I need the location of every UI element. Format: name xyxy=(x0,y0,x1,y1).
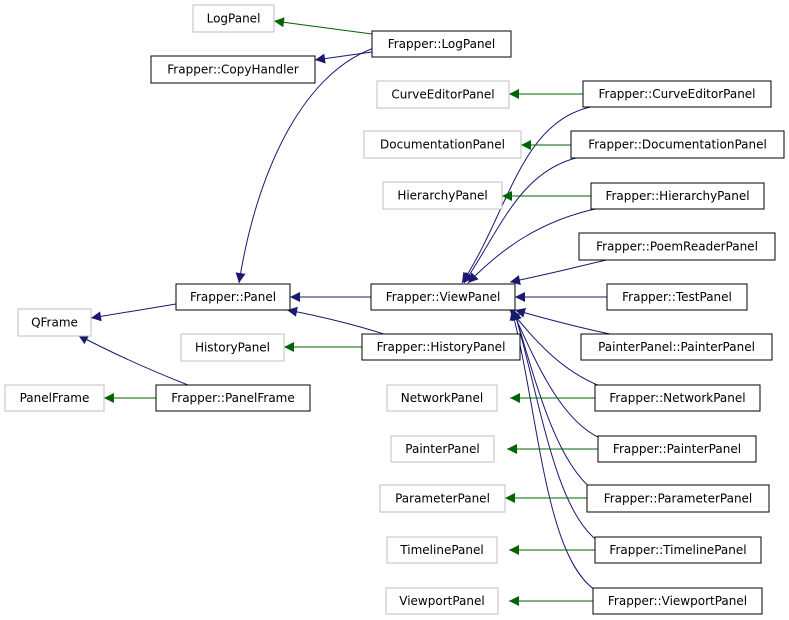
nodes: LogPanel Frapper::LogPanel Frapper::Copy… xyxy=(4,4,785,615)
node-label: ViewportPanel xyxy=(399,594,484,608)
node-frapper-logpanel[interactable]: Frapper::LogPanel xyxy=(371,30,512,58)
edge-poemreader-to-viewpanel xyxy=(509,257,616,285)
node-label: Frapper::NetworkPanel xyxy=(609,391,745,405)
node-label: PainterPanel xyxy=(405,442,479,456)
node-historypanel[interactable]: HistoryPanel xyxy=(180,333,285,362)
edge-painterpanelpainterpanel-to-viewpanel xyxy=(514,307,616,336)
edge-frapperpainter-to-viewpanel xyxy=(511,309,601,439)
node-frapper-networkpanel[interactable]: Frapper::NetworkPanel xyxy=(594,384,761,412)
node-label: HistoryPanel xyxy=(195,341,270,355)
edge-panel-to-qframe xyxy=(90,303,177,322)
node-frapper-parameterpanel[interactable]: Frapper::ParameterPanel xyxy=(586,484,770,513)
edge-parameterpanel-to-viewpanel xyxy=(512,309,594,491)
node-label: Frapper::LogPanel xyxy=(388,37,496,51)
node-label: PainterPanel::PainterPanel xyxy=(598,340,755,354)
node-frapper-panelframe[interactable]: Frapper::PanelFrame xyxy=(155,384,311,412)
node-hierarchypanel[interactable]: HierarchyPanel xyxy=(382,181,503,210)
node-qframe[interactable]: QFrame xyxy=(17,308,92,337)
edge-historypanel-to-panel xyxy=(286,306,391,337)
node-label: Frapper::DocumentationPanel xyxy=(588,138,767,152)
node-frapper-testpanel[interactable]: Frapper::TestPanel xyxy=(606,283,748,311)
node-painterpanel-painterpanel[interactable]: PainterPanel::PainterPanel xyxy=(580,333,773,361)
edge-curveeditor-to-viewpanel xyxy=(461,105,596,284)
node-label: LogPanel xyxy=(207,12,261,26)
node-label: Frapper::Panel xyxy=(190,290,276,304)
node-curveeditorpanel[interactable]: CurveEditorPanel xyxy=(376,80,510,109)
node-documentationpanel[interactable]: DocumentationPanel xyxy=(363,130,522,159)
node-frapper-viewportpanel[interactable]: Frapper::ViewportPanel xyxy=(592,587,763,615)
template-edges xyxy=(104,17,598,606)
inheritance-edges xyxy=(77,45,616,593)
node-logpanel[interactable]: LogPanel xyxy=(192,4,275,33)
node-label: QFrame xyxy=(31,316,78,330)
node-timelinepanel[interactable]: TimelinePanel xyxy=(386,536,498,564)
node-label: Frapper::HierarchyPanel xyxy=(605,189,749,203)
node-label: Frapper::CopyHandler xyxy=(167,63,298,77)
node-frapper-timelinepanel[interactable]: Frapper::TimelinePanel xyxy=(594,536,762,564)
node-label: Frapper::HistoryPanel xyxy=(377,340,506,354)
node-label: PanelFrame xyxy=(20,391,90,405)
node-label: Frapper::PanelFrame xyxy=(171,391,295,405)
node-panelframe[interactable]: PanelFrame xyxy=(4,384,105,412)
node-frapper-poemreaderpanel[interactable]: Frapper::PoemReaderPanel xyxy=(578,232,776,261)
node-viewportpanel[interactable]: ViewportPanel xyxy=(385,587,499,615)
node-label: Frapper::ViewPanel xyxy=(386,290,501,304)
node-label: Frapper::ViewportPanel xyxy=(608,594,747,608)
node-frapper-hierarchypanel[interactable]: Frapper::HierarchyPanel xyxy=(590,182,765,210)
node-frapper-documentationpanel[interactable]: Frapper::DocumentationPanel xyxy=(570,130,785,159)
edge-documentation-to-viewpanel xyxy=(463,156,581,284)
node-frapper-copyhandler[interactable]: Frapper::CopyHandler xyxy=(150,55,316,84)
node-painterpanel[interactable]: PainterPanel xyxy=(390,435,495,463)
node-label: Frapper::PoemReaderPanel xyxy=(596,240,758,254)
edge-frapper-logpanel-to-logpanel xyxy=(273,17,373,35)
node-label: HierarchyPanel xyxy=(397,189,487,203)
edge-timelinepanel-to-viewpanel xyxy=(511,309,599,542)
node-label: ParameterPanel xyxy=(395,492,490,506)
node-label: CurveEditorPanel xyxy=(391,88,494,102)
node-frapper-painterpanel[interactable]: Frapper::PainterPanel xyxy=(597,435,757,463)
node-label: Frapper::PainterPanel xyxy=(613,442,741,456)
node-label: Frapper::ParameterPanel xyxy=(604,492,753,506)
node-label: Frapper::TestPanel xyxy=(622,290,732,304)
edge-logpanel-to-panel xyxy=(235,45,381,284)
node-label: Frapper::CurveEditorPanel xyxy=(598,87,755,101)
node-frapper-curveeditorpanel[interactable]: Frapper::CurveEditorPanel xyxy=(582,80,772,108)
edge-viewportpanel-to-viewpanel xyxy=(509,309,599,593)
node-label: DocumentationPanel xyxy=(380,138,505,152)
node-label: TimelinePanel xyxy=(399,543,483,557)
node-frapper-historypanel[interactable]: Frapper::HistoryPanel xyxy=(361,333,521,361)
node-frapper-panel[interactable]: Frapper::Panel xyxy=(175,283,291,311)
node-networkpanel[interactable]: NetworkPanel xyxy=(386,384,498,412)
node-parameterpanel[interactable]: ParameterPanel xyxy=(379,484,506,513)
node-frapper-viewpanel[interactable]: Frapper::ViewPanel xyxy=(370,283,516,311)
edge-copyhandler-to-frapper-logpanel xyxy=(314,51,373,64)
node-label: NetworkPanel xyxy=(401,391,483,405)
node-label: Frapper::TimelinePanel xyxy=(609,543,746,557)
edge-hierarchy-to-viewpanel xyxy=(467,207,601,284)
edge-panelframe-to-qframe xyxy=(77,334,189,386)
